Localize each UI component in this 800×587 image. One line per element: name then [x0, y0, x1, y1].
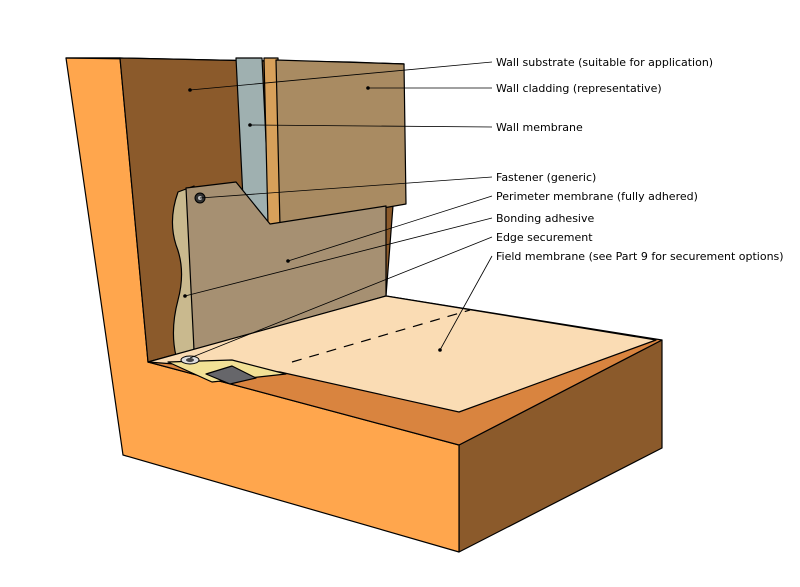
fastener-deck: [180, 355, 200, 365]
label-field-membrane: Field membrane (see Part 9 for securemen…: [496, 250, 784, 263]
edge-securement-dark: [205, 365, 257, 385]
label-wall-substrate: Wall substrate (suitable for application…: [496, 56, 713, 69]
membrane-seam-dashed: [291, 309, 471, 363]
label-bonding-adhesive: Bonding adhesive: [496, 212, 594, 225]
label-fastener: Fastener (generic): [496, 171, 596, 184]
label-edge-securement: Edge securement: [496, 231, 593, 244]
label-perimeter-membrane: Perimeter membrane (fully adhered): [496, 190, 698, 203]
label-wall-cladding: Wall cladding (representative): [496, 82, 662, 95]
leader-lines: [183, 61, 493, 359]
wall-cladding-face: [275, 59, 407, 227]
label-wall-membrane: Wall membrane: [496, 121, 583, 134]
